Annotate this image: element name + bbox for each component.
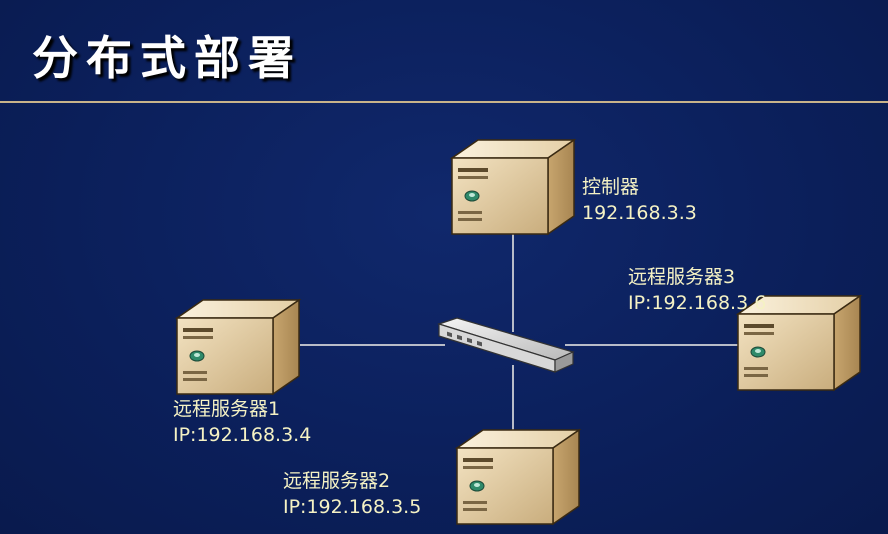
server1-label: 远程服务器1 IP:192.168.3.4 (173, 396, 311, 448)
server-tower-icon (453, 426, 583, 526)
server-tower-icon (173, 296, 303, 396)
server3-ip: IP:192.168.3.6 (628, 292, 767, 314)
server3-label: 远程服务器3 IP:192.168.3.6 (628, 264, 766, 316)
server3-name: 远程服务器3 (628, 266, 736, 288)
server1-name: 远程服务器1 (173, 398, 281, 420)
controller-node (448, 136, 578, 240)
page-title: 分布式部署 (32, 31, 302, 85)
controller-label: 控制器 192.168.3.3 (582, 174, 697, 226)
server2-name: 远程服务器2 (283, 470, 391, 492)
server1-ip: IP:192.168.3.4 (173, 424, 312, 446)
server2-node (453, 426, 583, 530)
server-tower-icon (448, 136, 578, 236)
title-divider (0, 101, 888, 103)
server1-node (173, 296, 303, 400)
server2-label: 远程服务器2 IP:192.168.3.5 (283, 468, 421, 520)
server2-ip: IP:192.168.3.5 (283, 496, 422, 518)
network-switch-icon (437, 317, 575, 373)
controller-name: 控制器 (582, 176, 640, 198)
controller-ip: 192.168.3.3 (582, 202, 697, 224)
